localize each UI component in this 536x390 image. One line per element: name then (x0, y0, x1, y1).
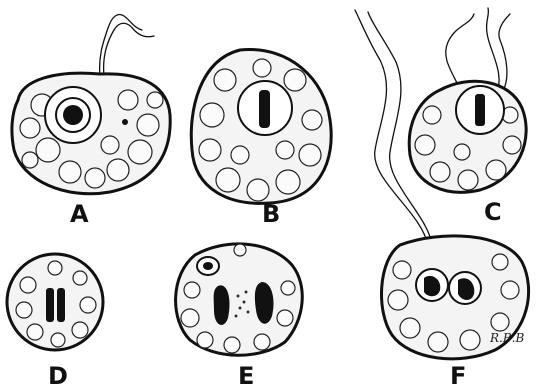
cell-b (191, 50, 331, 204)
cell-e-flagellar-base-inner (203, 262, 213, 270)
label-f: F (450, 362, 466, 390)
artist-signature: R.B.B (489, 331, 524, 345)
cell-d-chromatid-right (57, 288, 65, 322)
cell-e-daughter-chromosomes-left (214, 285, 230, 325)
cell-b-chromosome-plate (259, 90, 270, 128)
label-e: E (238, 362, 254, 390)
label-b: B (262, 200, 280, 228)
label-a: A (70, 200, 89, 228)
cell-d-chromatid-left (46, 288, 54, 322)
cell-e (176, 244, 303, 355)
label-d: D (48, 362, 68, 390)
cell-e-outline (176, 244, 303, 355)
cell-c (409, 8, 526, 192)
cell-a-granule (122, 119, 128, 125)
cell-a-nucleolus (63, 105, 83, 125)
cell-c-flagellum-3 (499, 14, 510, 96)
cell-d (7, 254, 103, 350)
cell-a (12, 15, 170, 194)
cell-c-chromosome-plate (475, 94, 485, 126)
label-c: C (484, 198, 502, 226)
cell-a-flagellum-2 (104, 23, 154, 76)
